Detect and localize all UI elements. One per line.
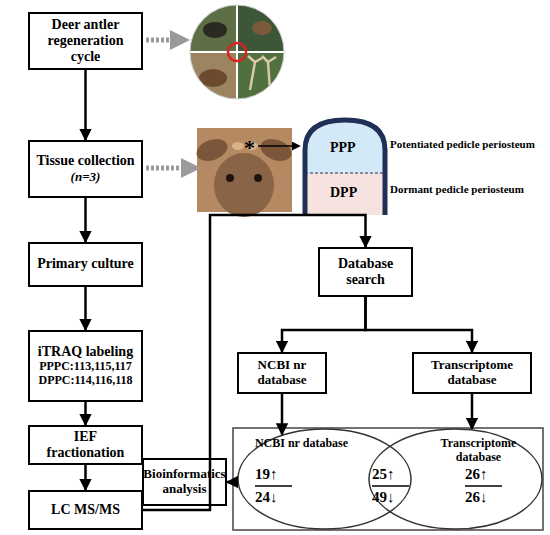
node-title: NCBI nr database xyxy=(255,437,348,451)
process-box: iTRAQ labelingPPPC:113,115,117DPPC:114,1… xyxy=(28,330,143,402)
process-box: LC MS/MS xyxy=(28,490,143,530)
node-title: Tissue collection xyxy=(36,153,134,169)
node-detail: PPPC:113,115,117 xyxy=(39,360,132,374)
process-box: Tissue collection(n=3) xyxy=(28,140,143,198)
node-title: Transcriptome database xyxy=(418,358,526,388)
fraction-bar xyxy=(255,485,292,487)
flow-arrow xyxy=(471,394,474,429)
region-label: PPP xyxy=(330,140,370,155)
pedicle-spot xyxy=(232,142,244,150)
count-up: 19↑ xyxy=(255,466,295,483)
fraction-bar xyxy=(372,485,409,487)
deer-silhouette xyxy=(203,22,227,38)
deer-ear xyxy=(258,135,295,165)
flow-arrow xyxy=(84,70,87,140)
fraction-bar xyxy=(465,485,502,487)
process-box: Bioinformatics analysis xyxy=(142,458,227,506)
flow-arrow xyxy=(281,394,284,434)
gray-pointer-arrow xyxy=(146,38,182,43)
photo-quadrant xyxy=(188,52,237,102)
dpp-region xyxy=(305,173,385,215)
node-title: LC MS/MS xyxy=(51,502,120,518)
deer-face xyxy=(214,153,274,217)
process-box: Primary culture xyxy=(28,242,143,287)
photo-quadrant xyxy=(237,52,287,102)
highlight-ring xyxy=(228,43,246,61)
node-title: IEF fractionation xyxy=(34,429,137,461)
flow-arrow xyxy=(84,287,87,330)
node-detail: (n=3) xyxy=(71,170,101,185)
photo-frame xyxy=(190,5,284,99)
count-up: 25↑ xyxy=(372,466,412,483)
flow-arrow xyxy=(84,402,87,425)
deer-eye xyxy=(254,174,262,182)
node-title: Database search xyxy=(324,256,407,288)
flow-arrow xyxy=(84,198,87,242)
process-box: IEF fractionation xyxy=(28,425,143,465)
node-title: NCBI nr database xyxy=(243,358,321,388)
deer-head-photo xyxy=(194,128,295,217)
flow-arrow xyxy=(143,215,366,510)
asterisk-marker: * xyxy=(244,136,260,160)
flow-arrow xyxy=(282,297,366,352)
node-title: Bioinformatics analysis xyxy=(143,467,225,497)
node-title: Deer antler regeneration cycle xyxy=(34,17,137,65)
count-down: 49↓ xyxy=(372,489,412,506)
count-down: 26↓ xyxy=(465,489,505,506)
deer-ear xyxy=(194,135,231,165)
count-up: 26↑ xyxy=(465,466,505,483)
region-description: Dormant pedicle periosteum xyxy=(390,183,548,195)
pedicle-outline xyxy=(305,120,385,215)
process-box: Transcriptome database xyxy=(412,352,532,394)
antler-shape xyxy=(248,56,276,90)
count-down: 24↓ xyxy=(255,489,295,506)
region-description: Potentiated pedicle periosteum xyxy=(390,138,548,150)
photo-quadrant xyxy=(188,3,237,52)
gray-pointer-arrow xyxy=(146,166,193,171)
antler-photo-collage xyxy=(188,3,287,102)
node-title: Primary culture xyxy=(37,256,134,272)
node-title: iTRAQ labeling xyxy=(38,344,133,360)
deer-eye xyxy=(226,174,234,182)
process-box: Database search xyxy=(318,247,413,297)
flow-arrow xyxy=(84,465,87,490)
process-box: Deer antler regeneration cycle xyxy=(28,12,143,70)
node-title: Transcriptome database xyxy=(420,437,537,465)
venn-frame xyxy=(233,428,543,530)
region-label: DPP xyxy=(330,185,370,200)
node-detail: DPPC:114,116,118 xyxy=(38,374,132,388)
flow-arrow xyxy=(366,297,473,352)
photo-quadrant xyxy=(237,3,287,52)
flow-arrow xyxy=(227,481,238,484)
venn-circle xyxy=(369,429,542,529)
deer-silhouette xyxy=(252,21,272,35)
leader-arrow xyxy=(258,145,299,147)
process-box: NCBI nr database xyxy=(237,352,327,394)
region-divider xyxy=(305,173,385,174)
photo-divider xyxy=(188,51,287,53)
venn-circle xyxy=(238,429,411,529)
